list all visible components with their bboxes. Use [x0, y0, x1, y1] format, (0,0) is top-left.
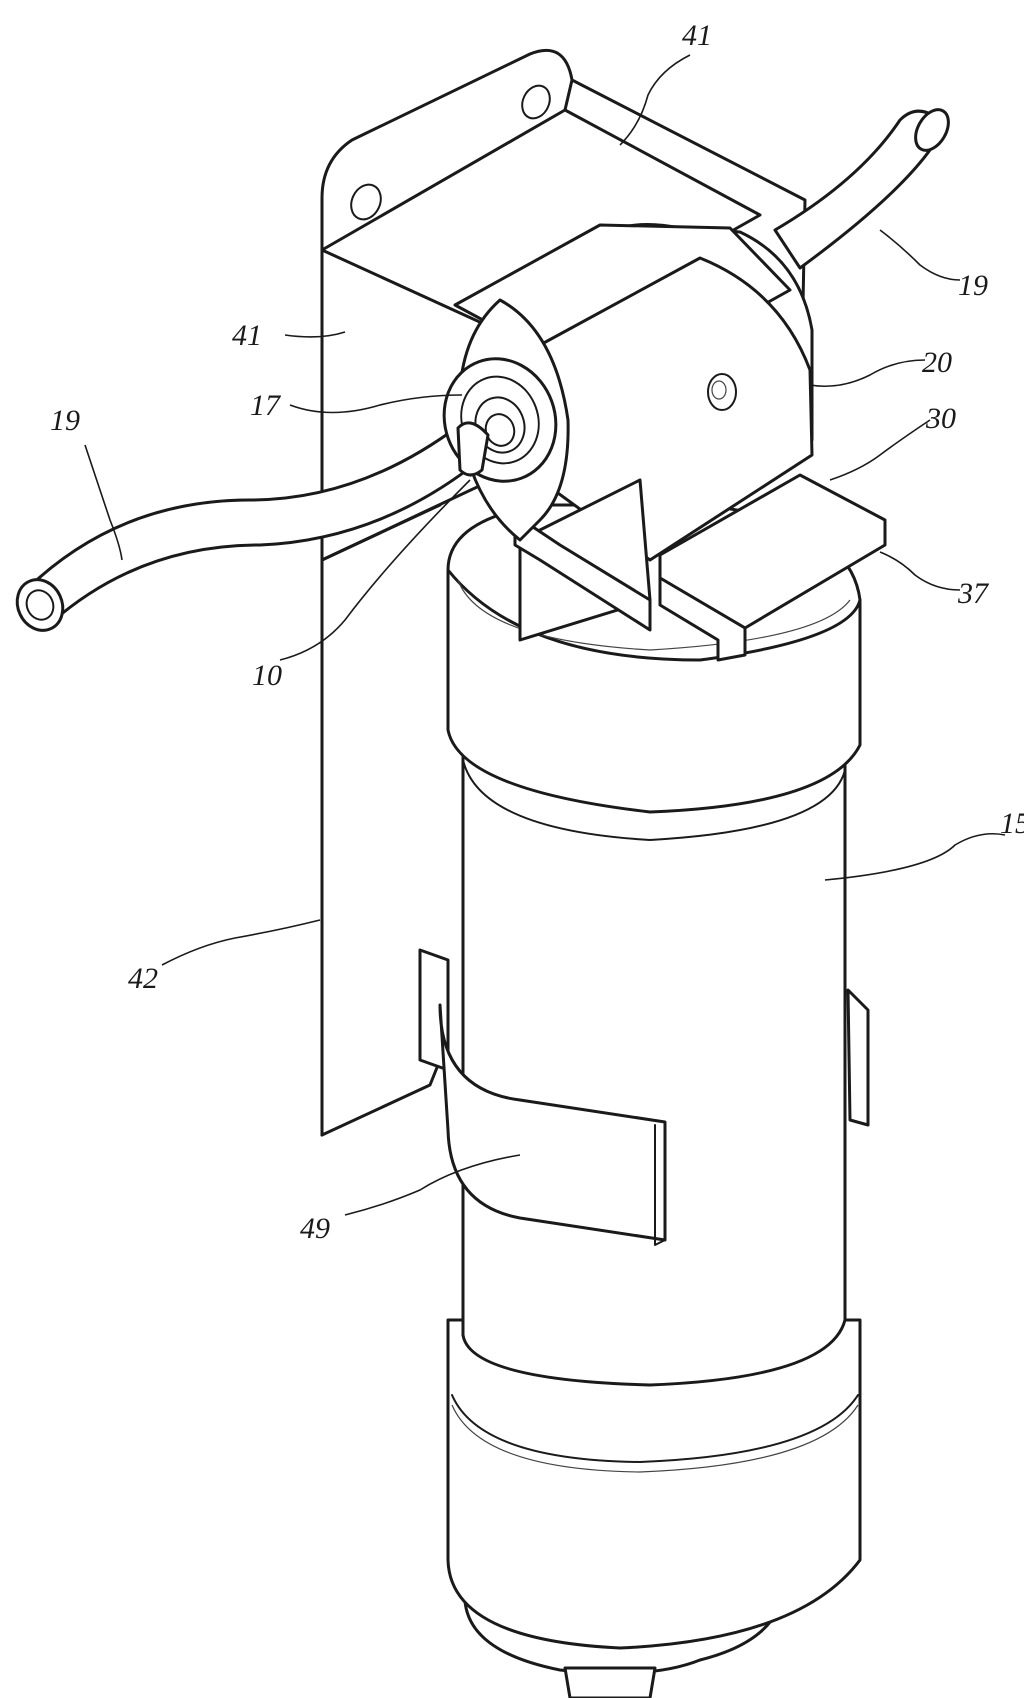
- leader-20: [809, 359, 926, 388]
- reference-numerals: 41 19 41 20 17 30 19 37 10 15 42 49: [50, 19, 1024, 1245]
- leader-37: [879, 551, 961, 591]
- label-41-top: 41: [682, 19, 712, 52]
- pipes: [15, 108, 950, 632]
- label-49: 49: [300, 1212, 330, 1245]
- leader-49: [344, 1154, 521, 1216]
- label-30: 30: [925, 402, 956, 435]
- leader-15: [824, 832, 1006, 881]
- leader-17: [289, 394, 463, 414]
- leader-41-left: [284, 331, 346, 338]
- label-15: 15: [1000, 807, 1024, 840]
- leader-41-top: [619, 54, 691, 146]
- head-block: [442, 222, 887, 662]
- label-42: 42: [128, 962, 158, 995]
- label-10: 10: [252, 659, 282, 692]
- label-17: 17: [250, 389, 282, 422]
- leader-42: [161, 919, 321, 966]
- leader-lines: [84, 54, 1006, 1216]
- label-20: 20: [922, 346, 952, 379]
- leader-10: [279, 479, 471, 661]
- clamp-band: [418, 948, 870, 1246]
- label-19-left: 19: [50, 404, 80, 437]
- leader-30: [829, 419, 931, 481]
- leader-19-right: [879, 229, 961, 281]
- label-37: 37: [957, 577, 990, 610]
- label-19-right: 19: [958, 269, 988, 302]
- receiver-tank: [446, 503, 862, 1698]
- label-41-left: 41: [232, 319, 262, 352]
- leader-19-left: [84, 444, 123, 561]
